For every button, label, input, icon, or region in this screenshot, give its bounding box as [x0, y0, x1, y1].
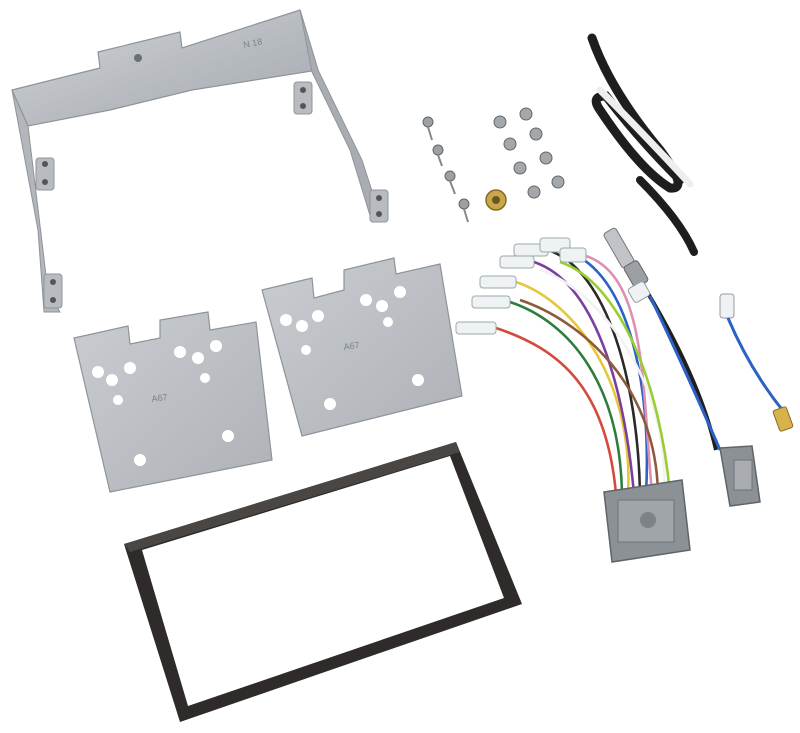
main-mounting-bracket: N 18: [11, 9, 389, 313]
remote-wire: [719, 293, 794, 432]
screw-icon: [503, 137, 517, 151]
harness-wire: [585, 254, 654, 495]
harness-wire: [533, 260, 636, 495]
harness-wire: [509, 300, 624, 495]
harness-wire: [559, 260, 672, 495]
screw-icon: [529, 127, 543, 141]
side-plate-left: A67: [73, 311, 273, 493]
screw-icon: [493, 115, 507, 129]
trim-frame: [124, 442, 522, 722]
screws: [422, 107, 565, 223]
screw-icon: [527, 185, 541, 199]
harness-terminals: [455, 237, 587, 335]
screw-icon: [444, 170, 456, 195]
screw-icon: [539, 151, 553, 165]
harness-wire: [519, 298, 660, 495]
foam-tape-strip: [587, 33, 698, 256]
bracket-stamp: N 18: [242, 36, 263, 50]
harness-connector: [603, 479, 691, 563]
harness-wire: [495, 326, 618, 495]
screw-icon: [513, 161, 527, 175]
screw-icon: [551, 175, 565, 189]
harness-wire: [539, 268, 666, 495]
side-plate-right: A67: [261, 257, 463, 437]
screw-icon: [458, 198, 470, 223]
harness-wire: [547, 248, 642, 495]
screw-icon: [422, 116, 434, 141]
wiring-harness: [455, 237, 691, 563]
screw-icon: [432, 144, 444, 167]
harness-wire: [515, 280, 630, 495]
plate-stamp-right: A67: [343, 340, 360, 352]
plate-stamp-left: A67: [151, 392, 168, 404]
antenna-adapter: [603, 227, 761, 507]
screw-icon: [519, 107, 533, 121]
